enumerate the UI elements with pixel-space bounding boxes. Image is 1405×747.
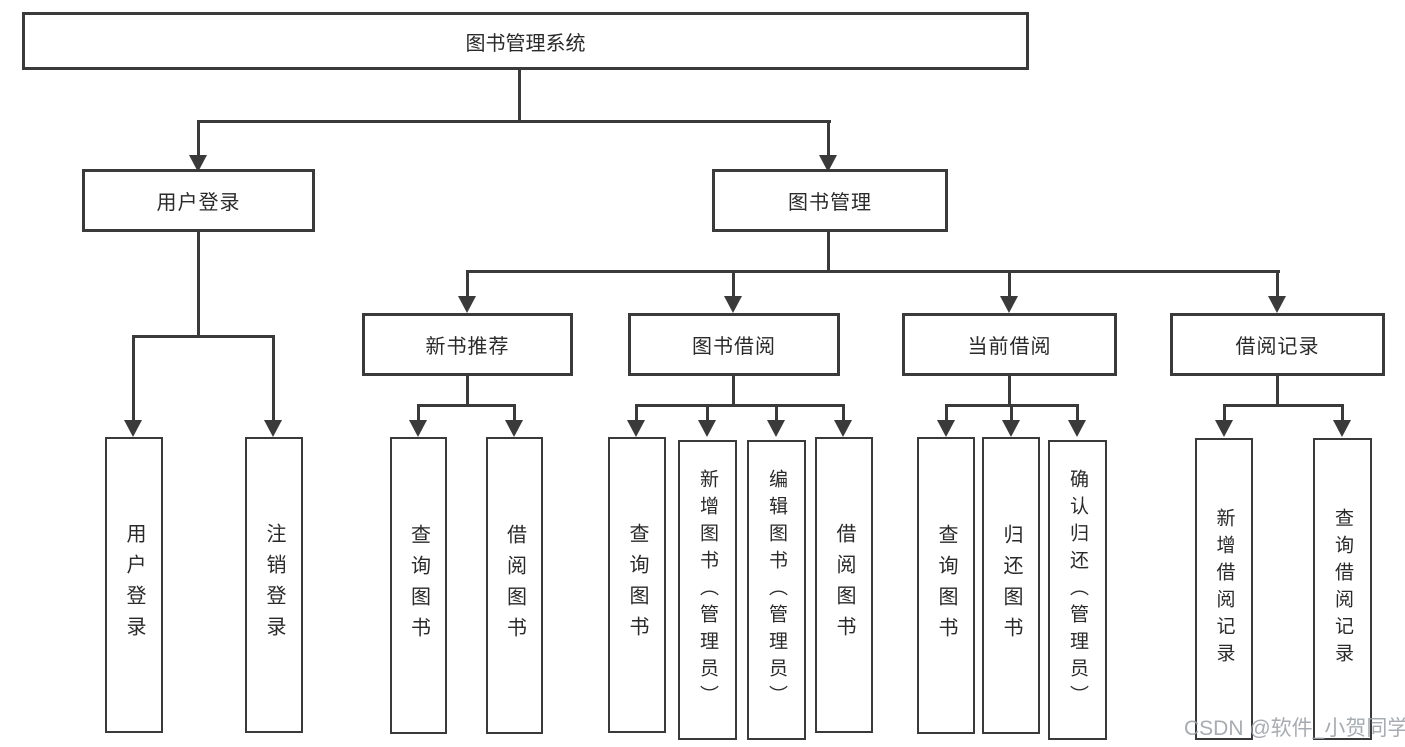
- leaf-label: 注销登录: [263, 523, 285, 647]
- connector-stem: [775, 407, 778, 421]
- connector-hline: [635, 404, 845, 407]
- connector-stem: [732, 273, 735, 297]
- arrow-down-icon: [1068, 420, 1086, 437]
- connector-stem: [513, 407, 516, 421]
- connector-hline: [1223, 404, 1344, 407]
- connector-stem: [272, 338, 275, 421]
- leaf-add-books-admin: 新增图书（管理员）: [678, 440, 737, 740]
- leaf-label: 编辑图书（管理员）: [766, 468, 787, 712]
- arrow-down-icon: [1333, 420, 1351, 437]
- leaf-user-login: 用户登录: [105, 437, 163, 733]
- arrow-down-icon: [409, 420, 427, 437]
- arrow-down-icon: [819, 155, 837, 172]
- connector-stem: [1010, 407, 1013, 421]
- leaf-label: 借阅图书: [833, 523, 855, 647]
- connector-hline: [417, 404, 516, 407]
- arrow-down-icon: [834, 420, 852, 437]
- connector-stem: [1076, 407, 1079, 421]
- connector-stem: [466, 376, 469, 406]
- connector-stem: [1276, 273, 1279, 297]
- arrow-down-icon: [124, 420, 142, 437]
- connector-hline: [945, 404, 1079, 407]
- arrow-down-icon: [505, 420, 523, 437]
- connector-stem: [945, 407, 948, 421]
- arrow-down-icon: [1002, 420, 1020, 437]
- arrow-down-icon: [937, 420, 955, 437]
- arrow-down-icon: [627, 420, 645, 437]
- arrow-down-icon: [767, 420, 785, 437]
- leaf-label: 归还图书: [1000, 523, 1022, 648]
- arrow-down-icon: [458, 296, 476, 313]
- leaf-edit-books-admin: 编辑图书（管理员）: [747, 440, 806, 740]
- leaf-label: 查询图书: [935, 523, 957, 648]
- leaf-label: 查询图书: [626, 523, 648, 647]
- leaf-query-books: 查询图书: [917, 437, 975, 734]
- leaf-borrow-books: 借阅图书: [815, 437, 873, 733]
- arrow-down-icon: [698, 420, 716, 437]
- arrow-down-icon: [1268, 296, 1286, 313]
- node-label: 借阅记录: [1235, 336, 1320, 358]
- node-book-borrow: 图书借阅: [628, 313, 840, 376]
- connector-stem: [1008, 273, 1011, 297]
- node-borrow-record: 借阅记录: [1170, 313, 1385, 376]
- connector-stem: [197, 123, 200, 157]
- connector-stem: [732, 376, 735, 406]
- leaf-logout: 注销登录: [245, 437, 303, 733]
- leaf-label: 新增图书（管理员）: [697, 468, 718, 712]
- node-label: 图书借阅: [692, 336, 776, 358]
- leaf-query-books: 查询图书: [390, 437, 447, 734]
- leaf-label: 新增借阅记录: [1213, 508, 1235, 670]
- leaf-query-borrow-record: 查询借阅记录: [1313, 438, 1372, 740]
- connector-stem: [466, 273, 469, 297]
- node-user-login: 用户登录: [82, 169, 315, 232]
- arrow-down-icon: [724, 296, 742, 313]
- leaf-query-books: 查询图书: [608, 437, 666, 733]
- connector-stem: [1008, 376, 1011, 406]
- connector-stem: [417, 407, 420, 421]
- leaf-label: 查询借阅记录: [1332, 508, 1353, 670]
- node-label: 图书管理系统: [465, 32, 586, 55]
- csdn-watermark: CSDN @软件_小贺同学: [1184, 717, 1405, 740]
- connector-root-trunk: [518, 70, 521, 122]
- leaf-return-books: 归还图书: [982, 437, 1040, 734]
- node-book-management: 图书管理: [712, 169, 948, 232]
- arrow-down-icon: [1000, 296, 1018, 313]
- arrow-down-icon: [189, 155, 207, 172]
- leaf-label: 用户登录: [123, 523, 145, 647]
- leaf-label: 确认归还（管理员）: [1067, 468, 1088, 712]
- connector-level1-hline: [197, 120, 831, 123]
- connector-stem: [827, 123, 830, 157]
- connector-level3-hline: [466, 270, 1280, 273]
- leaf-confirm-return-admin: 确认归还（管理员）: [1048, 440, 1107, 740]
- leaf-add-borrow-record: 新增借阅记录: [1195, 438, 1253, 740]
- leaf-label: 查询图书: [407, 523, 430, 648]
- connector-stem: [1276, 376, 1279, 406]
- connector-stem: [1223, 407, 1226, 421]
- arrow-down-icon: [1215, 420, 1233, 437]
- leaf-label: 借阅图书: [503, 523, 526, 648]
- connector-hline: [132, 335, 275, 338]
- connector-stem: [197, 232, 200, 337]
- arrow-down-icon: [264, 420, 282, 437]
- leaf-borrow-books: 借阅图书: [486, 437, 543, 734]
- node-new-book-recommend: 新书推荐: [362, 313, 573, 376]
- connector-stem: [635, 407, 638, 421]
- node-label: 用户登录: [156, 192, 241, 214]
- connector-stem: [827, 232, 830, 272]
- connector-stem: [132, 338, 135, 421]
- node-label: 图书管理: [788, 192, 872, 214]
- connector-stem: [1341, 407, 1344, 421]
- connector-stem: [706, 407, 709, 421]
- node-library-management-system: 图书管理系统: [22, 12, 1029, 70]
- node-current-borrow: 当前借阅: [902, 313, 1117, 376]
- node-label: 新书推荐: [425, 336, 510, 358]
- node-label: 当前借阅: [967, 336, 1052, 358]
- connector-stem: [842, 407, 845, 421]
